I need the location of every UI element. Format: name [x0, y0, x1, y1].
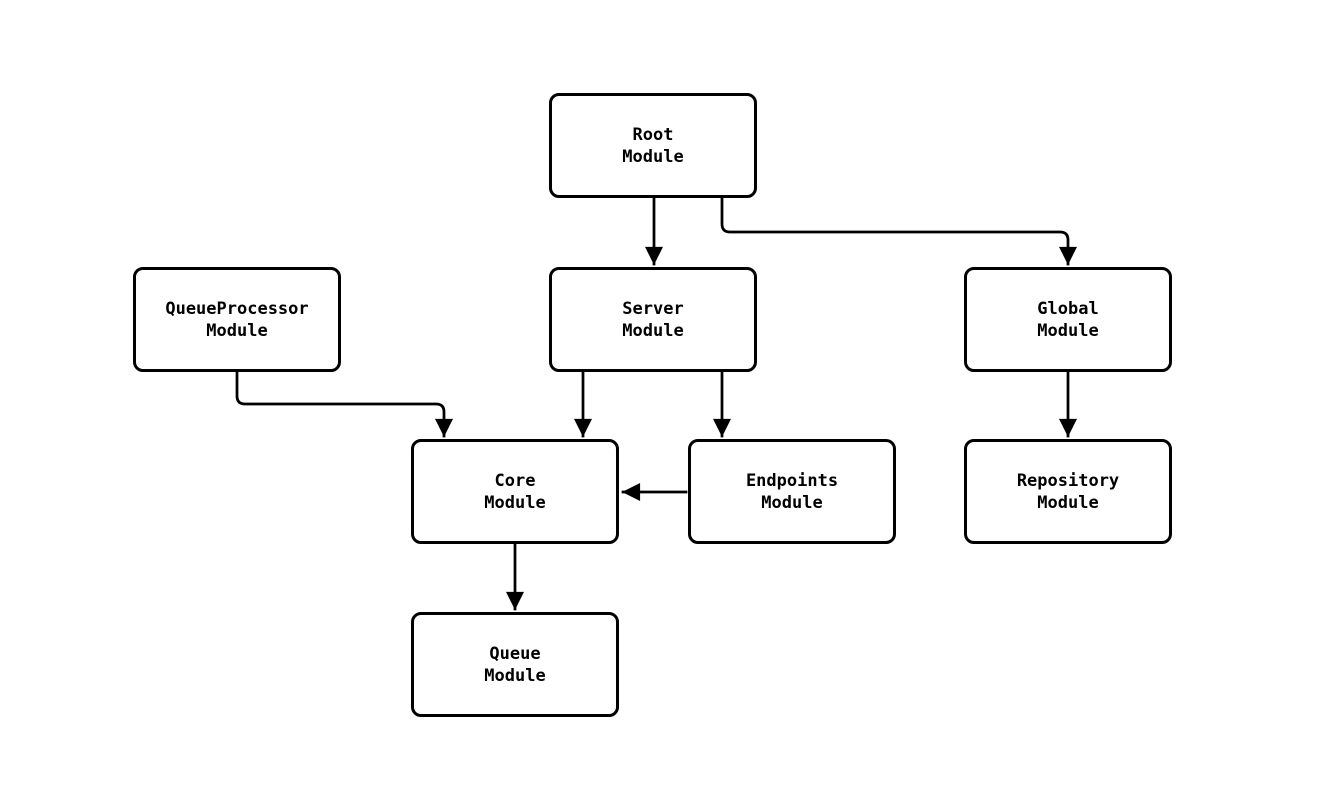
node-global-module-label: Global Module [1037, 298, 1099, 341]
edge-queueprocessor-to-core [235, 371, 453, 438]
node-queueprocessor-module: QueueProcessor Module [133, 267, 341, 372]
node-queue-module: Queue Module [411, 612, 619, 717]
node-server-module: Server Module [549, 267, 757, 372]
node-endpoints-module-label: Endpoints Module [745, 470, 839, 513]
node-repository-module: Repository Module [964, 439, 1172, 544]
node-core-module-label: Core Module [484, 470, 546, 513]
node-core-module: Core Module [411, 439, 619, 544]
node-global-module: Global Module [964, 267, 1172, 372]
node-queue-module-label: Queue Module [484, 643, 546, 686]
node-root-module: Root Module [549, 93, 757, 198]
edge-root-to-global [720, 197, 1077, 266]
node-queueprocessor-module-label: QueueProcessor Module [165, 298, 309, 341]
node-root-module-label: Root Module [622, 124, 684, 167]
node-repository-module-label: Repository Module [1016, 470, 1120, 513]
node-endpoints-module: Endpoints Module [688, 439, 896, 544]
node-server-module-label: Server Module [622, 298, 684, 341]
